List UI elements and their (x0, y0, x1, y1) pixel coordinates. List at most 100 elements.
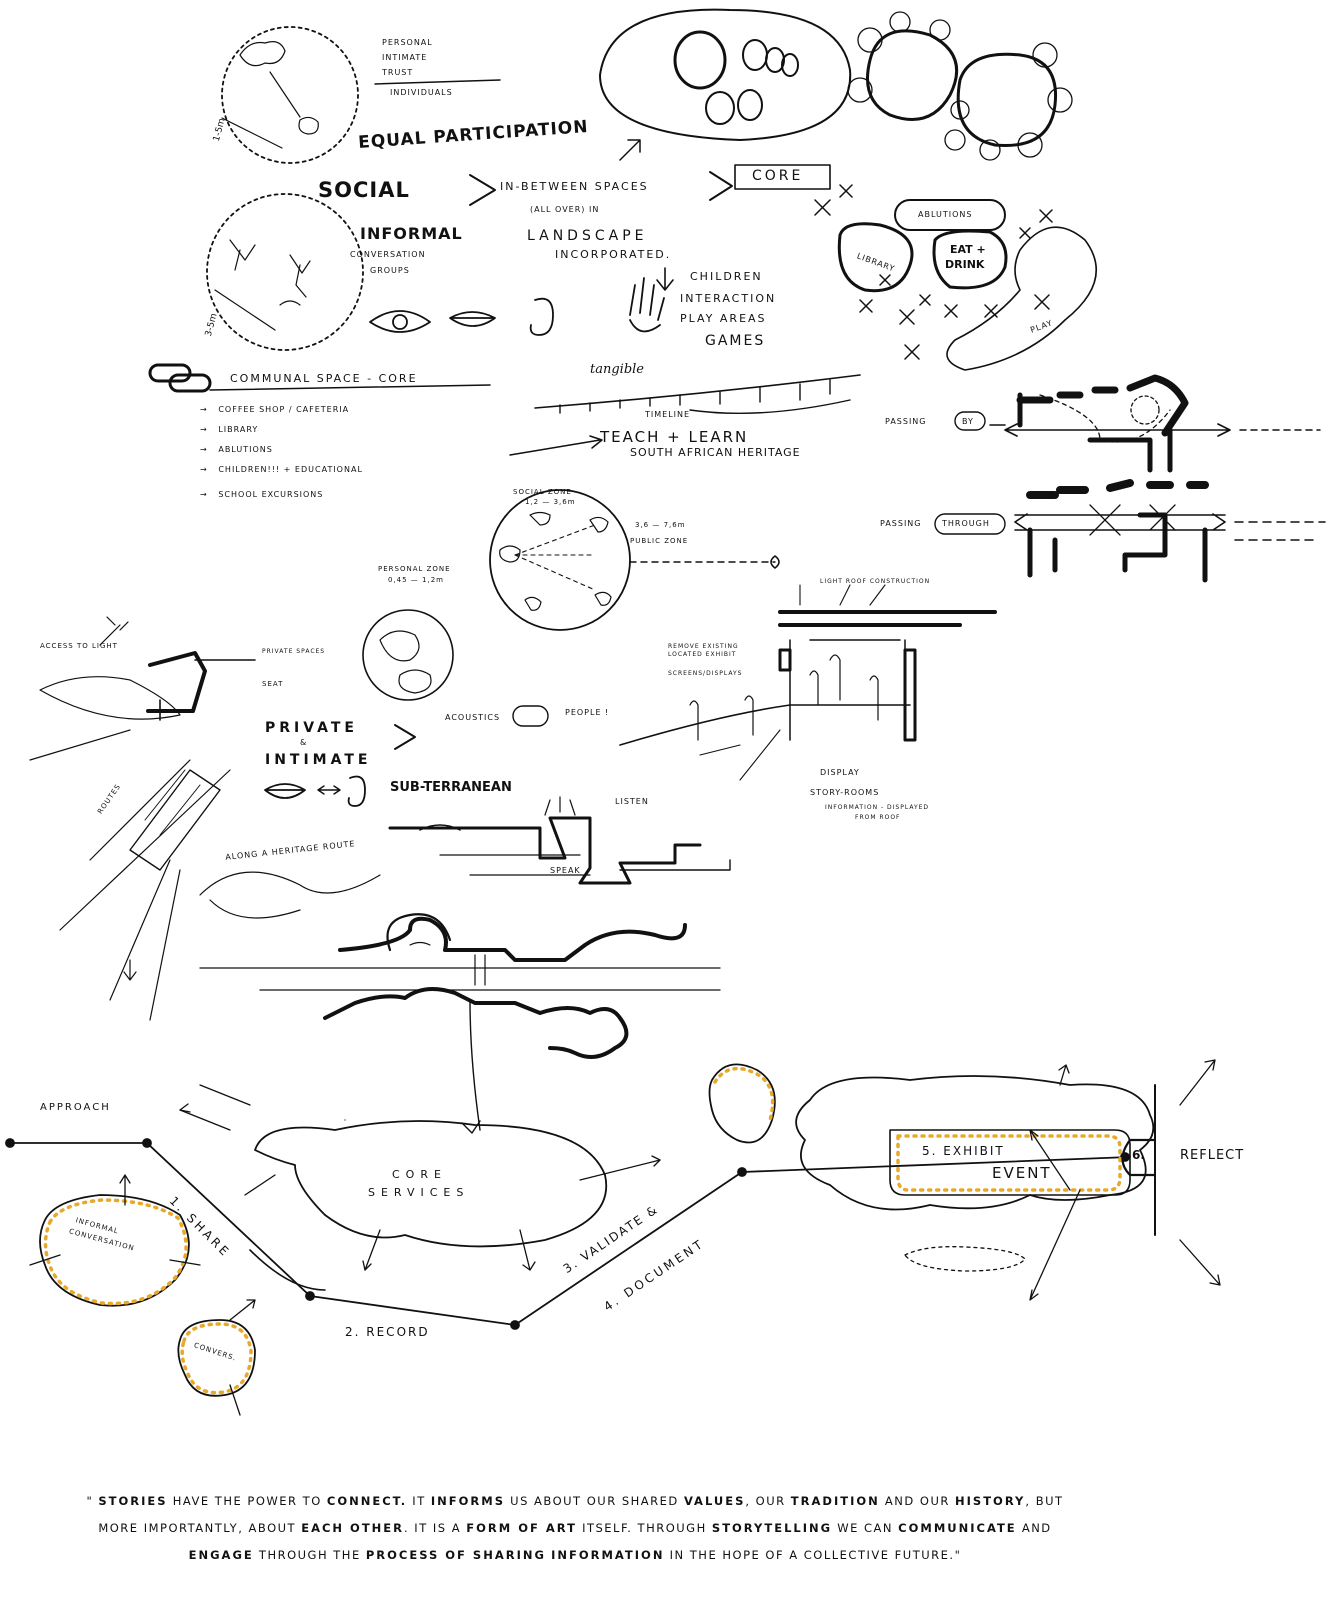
communal-item-4-label: CHILDREN!!! + EDUCATIONAL (218, 465, 363, 474)
note-in-between: IN-BETWEEN SPACES (500, 180, 649, 193)
communal-item-5-label: SCHOOL EXCURSIONS (218, 490, 323, 499)
storytelling-quote: " STORIES HAVE THE POWER TO CONNECT. IT … (75, 1488, 1075, 1569)
senses-icons (370, 278, 664, 335)
bubble-ablutions: ABLUTIONS (918, 210, 972, 219)
proxemic-sphere (490, 490, 779, 630)
communal-item-4: → CHILDREN!!! + EDUCATIONAL (200, 465, 363, 474)
note-interaction: INTERACTION (680, 292, 776, 305)
quote-informs: INFORMS (431, 1494, 505, 1508)
quote-close: " (955, 1548, 962, 1562)
passing-by-label: PASSING (885, 417, 926, 426)
middle-subterranean: SUB-TERRANEAN (390, 780, 512, 795)
middle-acoustics-end: PEOPLE ! (565, 708, 609, 717)
communal-item-1: → COFFEE SHOP / CAFETERIA (200, 405, 349, 414)
note-play-areas: PLAY AREAS (680, 312, 767, 325)
quote-communicate: COMMUNICATE (898, 1521, 1017, 1535)
quote-text-5: AND OUR (880, 1494, 955, 1508)
quote-process-of-sharing: PROCESS OF SHARING (366, 1548, 546, 1562)
zone-public-dim: 3,6 — 7,6m (635, 521, 686, 529)
sphere-sketch (363, 610, 453, 700)
quote-text-2: IT (407, 1494, 431, 1508)
middle-access-light: ACCESS TO LIGHT (40, 642, 118, 650)
note-children: CHILDREN (690, 270, 763, 283)
middle-listen: LISTEN (615, 797, 649, 806)
middle-display: DISPLAY (820, 768, 860, 777)
quote-connect: CONNECT. (327, 1494, 407, 1508)
process-exhibit: 5. EXHIBIT (922, 1144, 1005, 1158)
quote-each-other: EACH OTHER (301, 1521, 404, 1535)
note-core: CORE (752, 168, 803, 184)
middle-screens: SCREENS/DISPLAYS (668, 670, 742, 677)
quote-information: INFORMATION (551, 1548, 664, 1562)
note-intimate: INTIMATE (382, 53, 427, 62)
zone-personal: PERSONAL ZONE (378, 565, 451, 573)
convers-zone (178, 1300, 255, 1415)
quote-text-4: , OUR (745, 1494, 790, 1508)
note-timeline: TIMELINE (645, 410, 690, 419)
process-six: 6. (1132, 1148, 1145, 1162)
process-services: SERVICES (368, 1186, 469, 1199)
middle-seat: SEAT (262, 680, 283, 688)
note-teach-learn: TEACH + LEARN (600, 428, 748, 446)
note-landscape: LANDSCAPE (527, 228, 647, 244)
middle-amp: & (300, 738, 307, 747)
note-all-over: (ALL OVER) IN (530, 205, 599, 214)
middle-private-space: PRIVATE SPACES (262, 648, 325, 655)
exhibit-satellite-zone (710, 1064, 775, 1142)
communal-title: COMMUNAL SPACE - CORE (230, 372, 418, 385)
middle-light-roof: LIGHT ROOF CONSTRUCTION (820, 578, 930, 585)
note-social: SOCIAL (318, 178, 410, 202)
communal-item-2-label: LIBRARY (218, 425, 258, 434)
middle-existing-2: LOCATED EXHIBIT (668, 651, 736, 658)
note-conversation: CONVERSATION (350, 250, 426, 259)
note-tangible: tangible (590, 362, 644, 377)
note-heritage: SOUTH AFRICAN HERITAGE (630, 446, 801, 459)
ground-section-diagram (200, 914, 720, 1057)
note-informal: INFORMAL (360, 224, 463, 243)
communal-item-1-label: COFFEE SHOP / CAFETERIA (218, 405, 349, 414)
core-services-zone (250, 1121, 606, 1290)
communal-item-3: → ABLUTIONS (200, 445, 273, 454)
middle-info-1: INFORMATION - DISPLAYED (825, 804, 929, 811)
passing-by-word: BY (962, 417, 974, 426)
zone-social: SOCIAL ZONE (513, 488, 572, 496)
quote-open: " (86, 1494, 98, 1508)
communal-item-2: → LIBRARY (200, 425, 258, 434)
bubble-drink: DRINK (945, 258, 984, 271)
quote-text-10: AND (1017, 1521, 1052, 1535)
section-sketch-left (30, 617, 255, 760)
quote-values: VALUES (684, 1494, 745, 1508)
bubble-eat: EAT + (950, 243, 986, 256)
communal-item-5: → SCHOOL EXCURSIONS (200, 490, 323, 499)
quote-text-8: ITSELF. THROUGH (577, 1521, 712, 1535)
quote-text-7: . IT IS A (404, 1521, 466, 1535)
passing-through-plan (1015, 483, 1325, 580)
note-personal: PERSONAL (382, 38, 433, 47)
quote-text-11: THROUGH THE (254, 1548, 366, 1562)
note-games: GAMES (705, 333, 765, 349)
zone-personal-dim: 0,45 — 1,2m (388, 576, 444, 584)
middle-private: PRIVATE (265, 720, 358, 736)
note-trust: TRUST (382, 68, 413, 77)
note-incorporated: INCORPORATED. (555, 248, 671, 261)
quote-text-13: IN THE HOPE OF A COLLECTIVE FUTURE. (664, 1548, 954, 1562)
museum-section (620, 585, 995, 780)
passing-through-word: THROUGH (942, 519, 990, 528)
quote-stories: STORIES (98, 1494, 167, 1508)
process-route (6, 1139, 1130, 1329)
note-groups: GROUPS (370, 266, 410, 275)
zone-social-dim: 1,2 — 3,6m (525, 498, 576, 506)
social-zone-sketch (207, 194, 363, 350)
passing-by-plan (990, 378, 1320, 470)
quote-storytelling: STORYTELLING (712, 1521, 832, 1535)
process-core: CORE (392, 1168, 447, 1181)
communal-item-3-label: ABLUTIONS (218, 445, 272, 454)
quote-tradition: TRADITION (791, 1494, 880, 1508)
note-individuals: INDIVIDUALS (390, 88, 453, 97)
bubble-diagram-cluster (848, 12, 1072, 160)
middle-intimate: INTIMATE (265, 752, 371, 768)
passing-through-label: PASSING (880, 519, 921, 528)
quote-history: HISTORY (955, 1494, 1025, 1508)
quote-text-1: HAVE THE POWER TO (168, 1494, 327, 1508)
